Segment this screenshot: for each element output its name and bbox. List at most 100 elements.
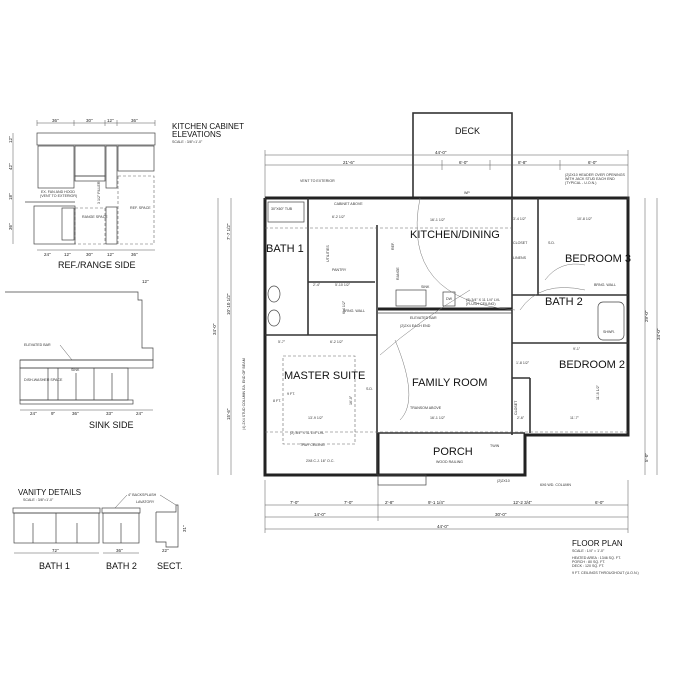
- note: S.D.: [548, 241, 555, 245]
- dim-label: 24": [136, 411, 143, 416]
- header-note: (2)2X10 HEADER OVER OPENINGS WITH JACK S…: [565, 173, 625, 186]
- room-dim: 10'-8 1/2": [577, 217, 593, 221]
- note: 30"X60" TUB: [271, 207, 293, 211]
- dim-label: 30'-0": [495, 512, 507, 517]
- dim-label: 30": [86, 118, 93, 123]
- dim-label: 12": [107, 118, 114, 123]
- dim-label: 15'-6": [226, 408, 231, 420]
- note: BRNG. WALL: [343, 309, 365, 313]
- room-label-bath1: BATH 1: [266, 243, 304, 255]
- note: WOOD RAILING: [436, 460, 463, 464]
- dim-label: 22": [162, 548, 169, 553]
- room-dim: 13'-9 1/2": [308, 416, 324, 420]
- dim-label: 34'-0": [656, 328, 661, 340]
- filler-note: 3 1/2" FILLER: [97, 181, 101, 204]
- note: DW: [446, 297, 453, 301]
- dim-label: 36": [52, 118, 59, 123]
- dim-label: 30": [86, 252, 93, 257]
- elevation-label: SINK SIDE: [89, 420, 134, 430]
- room-label-utilities: UTILITIES: [326, 245, 330, 262]
- dim-label: 24": [44, 252, 51, 257]
- room-dim: 5'-7": [278, 340, 286, 344]
- room-label-bath2: BATH 2: [545, 296, 583, 308]
- room-label-kitchen-dining: KITCHEN/DINING: [410, 229, 500, 241]
- room-dim: 6'-4 1/2": [342, 300, 346, 314]
- note: EX. FAN AND HOOD: [41, 190, 75, 194]
- dim-label: 24": [30, 411, 37, 416]
- note: LAVATORY: [136, 500, 155, 504]
- note: 9 FT.: [287, 392, 295, 396]
- room-label-bedroom2: BEDROOM 2: [559, 359, 625, 371]
- dim-label: 36": [131, 118, 138, 123]
- dim-label: 8'-8": [518, 160, 527, 165]
- vanity-title: VANITY DETAILS: [18, 488, 81, 497]
- area-deck: DECK : 120 SQ. FT.: [572, 564, 604, 568]
- dim-label: 7'-0": [290, 500, 299, 505]
- note: RANGE: [396, 267, 400, 280]
- dim-label: 36": [72, 411, 79, 416]
- note: (2) 3/4" X 11 1/4" LVL (FLUSH CEILING): [466, 298, 501, 307]
- elevation-label: REF./RANGE SIDE: [58, 260, 136, 270]
- dim-label: 36": [8, 223, 13, 230]
- note: TRAY CEILING: [300, 443, 325, 447]
- room-label-master-suite: MASTER SUITE: [284, 370, 365, 382]
- room-label-deck: DECK: [455, 126, 480, 136]
- note: ELEVATED BAR: [24, 343, 51, 347]
- room-label-bedroom3: BEDROOM 3: [565, 253, 631, 265]
- dim-label: 9'-1 1/4": [428, 500, 445, 505]
- room-label-porch: PORCH: [433, 446, 473, 458]
- note: 8 FT.: [273, 399, 281, 403]
- dim-label: 7'-0": [344, 500, 353, 505]
- note: TWIN: [490, 444, 500, 448]
- note: (2) 3/4" X 11 1/4" LVL: [290, 431, 324, 435]
- room-dim: 2'-4": [313, 283, 321, 287]
- floor-plan: DECK KITCHEN/DINING BATH 1 BEDROOM 3: [212, 112, 661, 533]
- note: REF. SPACE: [130, 206, 151, 210]
- dim-label: 14'-0": [314, 512, 326, 517]
- note: BRNG. WALL: [594, 283, 616, 287]
- room-dim: 1'-8 1/2": [516, 361, 530, 365]
- dim-label: 9": [51, 411, 56, 416]
- dim-label: 21'-6": [343, 160, 355, 165]
- dim-label: 5'-0": [644, 453, 649, 462]
- kitchen-elevations-title: ELEVATIONS: [172, 130, 221, 139]
- room-dim: 2'-6": [517, 416, 525, 420]
- dim-label: 29'-0": [644, 310, 649, 322]
- room-dim: 16'-0": [349, 395, 353, 405]
- note: CABINET ABOVE: [334, 202, 363, 206]
- note: 2X8 C.J. 16" O.C.: [306, 459, 334, 463]
- dim-label: 6'-0": [459, 160, 468, 165]
- ref-range-elevation: 36" 30" 12" 36" EX. FAN AND HOOD (VENT T…: [8, 118, 156, 270]
- room-dim: 3'-4 1/2": [513, 217, 527, 221]
- dim-label: 44'-0": [435, 150, 447, 155]
- scale-note: SCALE : 3/8"=1'-0": [172, 140, 203, 144]
- note: SINK: [421, 285, 430, 289]
- room-label-closet: CLOSET: [514, 400, 518, 415]
- ceiling-note: 9 FT. CEILINGS THROUGHOUT (U.O.N.): [572, 571, 639, 575]
- note: (2)2X10 HEADER OVER OPENINGS WITH JACK S…: [565, 173, 625, 186]
- room-dim: 6'-2 1/2": [332, 215, 346, 219]
- room-dim: 16'-1 1/2": [430, 218, 446, 222]
- dim-label: 10'-10 1/2": [226, 293, 231, 315]
- room-label-pantry: PANTRY: [332, 268, 347, 272]
- room-label-family-room: FAMILY ROOM: [412, 377, 487, 389]
- dim-label: 12": [107, 252, 114, 257]
- note: (4) 2X4 STUD COLUMN EA. END OF BEAM: [242, 358, 246, 430]
- note: SINK: [71, 368, 80, 372]
- note: 4" BACKSPLASH: [128, 493, 157, 497]
- dim-label: 31": [182, 525, 187, 532]
- room-dim: 9'-1": [573, 347, 581, 351]
- dim-label: 18": [8, 193, 13, 200]
- scale-note: SCALE : 3/8"=1'-0": [23, 498, 54, 502]
- vanity-label: BATH 2: [106, 561, 137, 571]
- note: (2)2X4 EACH END: [400, 324, 431, 328]
- dim-label: 34'-0": [212, 323, 217, 335]
- dim-label: 33": [106, 411, 113, 416]
- vanity-details: VANITY DETAILS SCALE : 3/8"=1'-0" 72" BA…: [12, 488, 187, 571]
- dim-label: 42": [8, 163, 13, 170]
- room-dim: 5'-10 1/2": [335, 283, 351, 287]
- beam-note: (2) 3/4" X 11 1/4" LVL (FLUSH CEILING): [466, 298, 501, 307]
- dim-label: 12": [64, 252, 71, 257]
- dim-label: 6'-0": [588, 160, 597, 165]
